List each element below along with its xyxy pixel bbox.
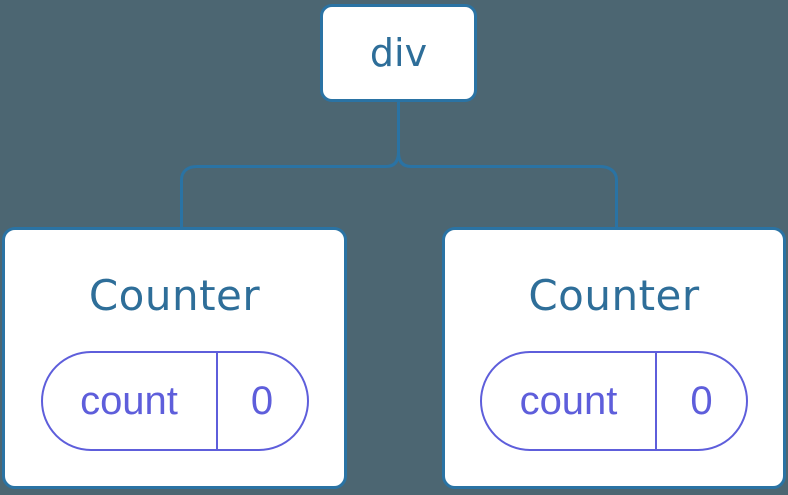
root-node: div [320, 4, 477, 102]
counter-card-right: Counter count 0 [442, 227, 786, 489]
connector-branch-right [397, 151, 618, 229]
state-name: count [519, 378, 618, 423]
connector-branch-left [180, 151, 400, 229]
counter-card-left: Counter count 0 [2, 227, 347, 489]
state-pill: count 0 [40, 351, 309, 451]
state-name: count [80, 378, 178, 423]
state-value: 0 [215, 353, 307, 449]
component-title: Counter [528, 271, 700, 320]
state-pill: count 0 [480, 351, 748, 451]
component-title: Counter [88, 271, 261, 320]
state-value: 0 [655, 353, 746, 449]
root-node-label: div [369, 31, 428, 75]
